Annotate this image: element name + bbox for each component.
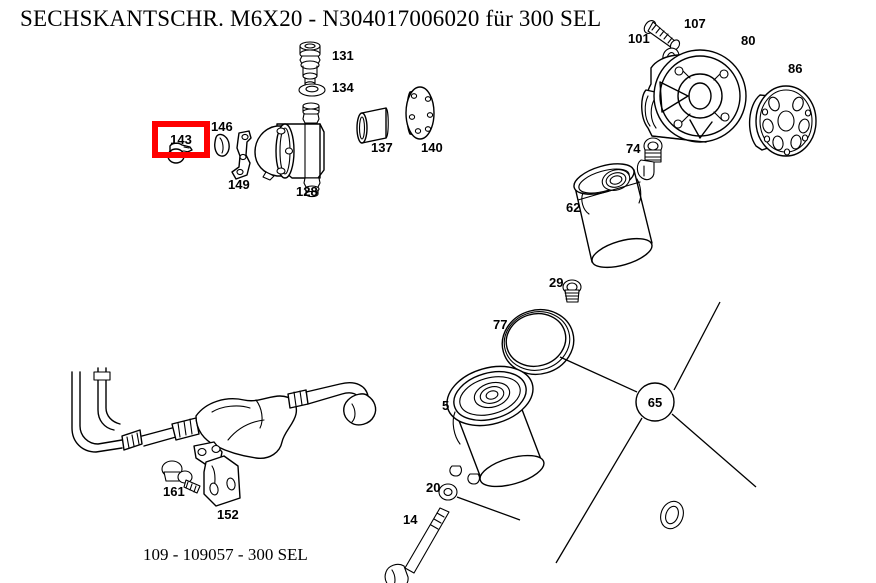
part-label-5: 5: [442, 398, 449, 413]
part-label-65: 65: [648, 395, 662, 410]
part-label-161: 161: [163, 484, 185, 499]
part-29-drain-plug: [562, 279, 582, 303]
part-label-29: 29: [549, 275, 563, 290]
part-label-62: 62: [566, 200, 580, 215]
part-label-146: 146: [211, 119, 233, 134]
part-128-pump-body: [254, 102, 325, 198]
part-14-hex-bolt: [384, 507, 450, 583]
hose-line-assembly: [71, 367, 377, 507]
part-label-149: 149: [228, 177, 250, 192]
part-label-107: 107: [684, 16, 706, 31]
part-label-86: 86: [788, 61, 802, 76]
part-20-washer: [438, 483, 521, 521]
part-label-134: 134: [332, 80, 354, 95]
part-149-bracket: [231, 130, 252, 180]
part-label-131: 131: [332, 48, 354, 63]
part-label-77: 77: [493, 317, 507, 332]
part-ring-small: [660, 500, 684, 530]
part-label-14: 14: [403, 512, 418, 527]
part-65-reference-callout: 65: [555, 301, 757, 564]
part-77-seal-ring: [501, 308, 575, 376]
part-label-20: 20: [426, 480, 440, 495]
part-label-152: 152: [217, 507, 239, 522]
part-86-cover-plate: [749, 85, 817, 157]
page-title: SECHSKANTSCHR. M6X20 - N304017006020 für…: [20, 6, 602, 31]
part-label-137: 137: [371, 140, 393, 155]
part-5-oil-filter: [446, 365, 545, 488]
highlight-part-number: 143: [170, 132, 192, 147]
part-146-clip: [214, 133, 230, 157]
part-label-74: 74: [626, 141, 641, 156]
part-131-fitting: [299, 41, 321, 87]
part-label-128: 128: [296, 184, 318, 199]
diagram-caption: 109 - 109057 - 300 SEL: [143, 545, 308, 564]
part-label-140: 140: [421, 140, 443, 155]
part-80-pump-housing: [641, 49, 747, 143]
part-101-bolt: [643, 20, 681, 51]
part-label-80: 80: [741, 33, 755, 48]
part-74-fitting: [636, 137, 663, 181]
part-140-flange: [405, 86, 435, 140]
part-62-filter-canister: [573, 163, 653, 269]
part-134-washer: [298, 83, 326, 97]
part-label-101: 101: [628, 31, 650, 46]
highlight-box-143: [152, 121, 210, 158]
part-137-sleeve: [356, 107, 389, 144]
